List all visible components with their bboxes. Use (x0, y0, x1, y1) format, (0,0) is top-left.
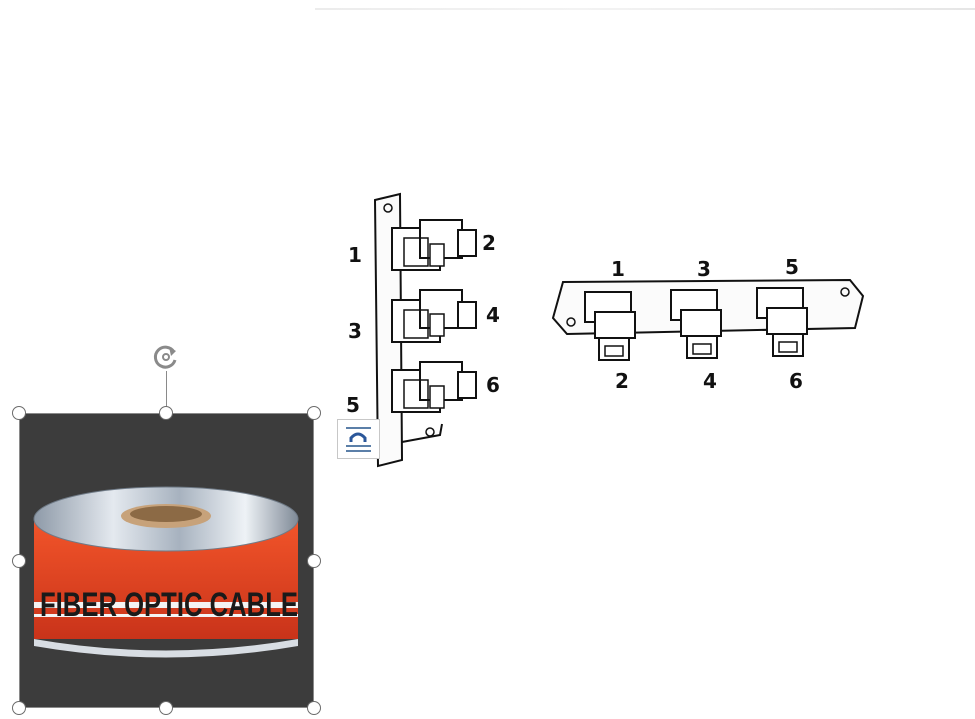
horizontal-label-4: 4 (703, 369, 717, 393)
rotate-handle-icon[interactable] (150, 340, 182, 372)
resize-handle-top-right[interactable] (307, 406, 321, 420)
horizontal-screw-left (566, 317, 576, 327)
faint-top-rule (315, 8, 975, 10)
vertical-label-5: 5 (346, 393, 360, 417)
horizontal-label-1: 1 (611, 257, 625, 281)
resize-handle-top-left[interactable] (12, 406, 26, 420)
resize-handle-bottom-center[interactable] (159, 701, 173, 715)
rotate-handle-stem (166, 371, 167, 413)
horizontal-screw-right (840, 287, 850, 297)
resize-handle-bottom-left[interactable] (12, 701, 26, 715)
resize-handle-bottom-right[interactable] (307, 701, 321, 715)
horizontal-adapter-1-2 (584, 291, 636, 361)
layout-options-button[interactable] (337, 419, 380, 459)
vertical-label-6: 6 (486, 373, 500, 397)
tape-text: FIBER OPTIC CABLE (40, 586, 298, 624)
vertical-label-3: 3 (348, 319, 362, 343)
vertical-label-1: 1 (348, 243, 362, 267)
horizontal-label-6: 6 (789, 369, 803, 393)
resize-handle-middle-left[interactable] (12, 554, 26, 568)
layout-options-icon (346, 427, 371, 452)
resize-handle-top-center[interactable] (159, 406, 173, 420)
resize-handle-middle-right[interactable] (307, 554, 321, 568)
horizontal-label-5: 5 (785, 255, 799, 279)
horizontal-adapter-panel-drawing[interactable]: 1 3 5 2 4 6 (545, 250, 870, 400)
vertical-adapter-3-4 (391, 289, 477, 343)
horizontal-adapter-3-4 (670, 289, 722, 359)
vertical-label-2: 2 (482, 231, 496, 255)
horizontal-label-3: 3 (697, 257, 711, 281)
selected-picture-tape-roll[interactable]: FIBER OPTIC CABLE (19, 413, 314, 708)
horizontal-adapter-5-6 (756, 287, 808, 357)
plate-screw-top (383, 203, 393, 213)
tape-roll-image: FIBER OPTIC CABLE (33, 486, 299, 658)
vertical-adapter-5-6 (391, 361, 477, 413)
vertical-label-4: 4 (486, 303, 500, 327)
vertical-adapter-panel-drawing[interactable]: 1 2 3 4 5 6 (330, 180, 530, 470)
horizontal-label-2: 2 (615, 369, 629, 393)
vertical-adapter-1-2 (391, 219, 477, 271)
plate-screw-bottom (425, 427, 435, 437)
